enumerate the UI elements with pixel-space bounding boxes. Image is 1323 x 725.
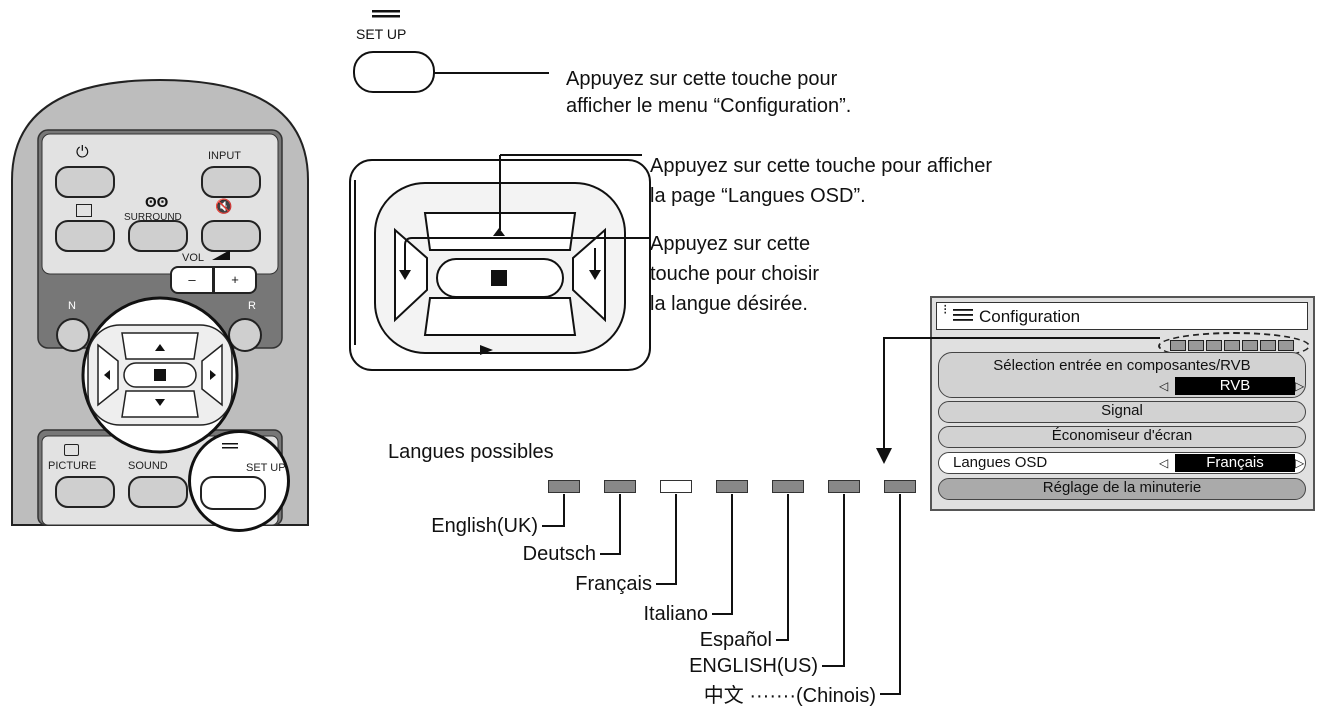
lang-square-english-us <box>828 480 860 493</box>
setup-key[interactable] <box>353 51 435 93</box>
lang-square-english-uk <box>548 480 580 493</box>
menu-lines-icon <box>222 443 238 449</box>
lr-callout-line2: touche pour choisir <box>650 263 819 285</box>
menu-item-screensaver[interactable]: Économiseur d'écran <box>938 426 1306 448</box>
lang-label-chinese: 中文 ·······(Chinois) <box>703 685 876 707</box>
menu-item-label: Langues OSD <box>953 454 1048 471</box>
vol-plus-button[interactable]: + <box>213 266 257 294</box>
lang-label-francais: Français <box>575 573 652 595</box>
up-leader-line <box>500 154 642 156</box>
lang-label-italiano: Italiano <box>643 603 709 625</box>
arrow-right-icon: ▷ <box>1295 456 1305 470</box>
r-button[interactable] <box>228 318 262 352</box>
menu-item-component-rgb[interactable]: Sélection entrée en composantes/RVB ◁ RV… <box>938 352 1306 398</box>
menu-item-signal[interactable]: Signal <box>938 401 1306 423</box>
language-squares <box>548 480 918 495</box>
remote-control: ⏻ INPUT ʘʘ SURROUND 🔇 VOL – + N R PICTUR… <box>10 70 310 532</box>
lang-label-english-uk: English(UK) <box>431 515 538 537</box>
menu-item-value: Français <box>1175 454 1295 472</box>
lr-callout-line1: Appuyez sur cette <box>650 233 811 255</box>
dpad-down-key <box>423 297 577 336</box>
menu-title-bar: ⁝ Configuration <box>936 302 1308 330</box>
menu-lines-icon <box>953 309 973 321</box>
page-indicator-squares <box>1170 340 1300 351</box>
language-leaders <box>542 494 901 695</box>
r-label: R <box>248 300 256 312</box>
vol-minus-button[interactable]: – <box>170 266 214 294</box>
menu-lines-icon <box>372 10 400 18</box>
dpad-left-key <box>394 227 428 323</box>
remote-dpad <box>81 296 239 454</box>
dpad-right-key <box>572 227 606 323</box>
lang-square-italiano <box>716 480 748 493</box>
indicator-connector <box>876 337 1160 464</box>
arrow-right-icon: ▷ <box>1295 379 1305 393</box>
lr-callout-line3: la langue désirée. <box>650 293 808 315</box>
lang-label-espanol: Español <box>699 629 772 651</box>
mute-icon: 🔇 <box>215 198 233 214</box>
configuration-menu: ⁝ Configuration Sélection entrée en comp… <box>930 296 1315 511</box>
input-label: INPUT <box>208 150 241 162</box>
menu-dots-icon: ⁝ <box>943 301 948 317</box>
languages-title: Langues possibles <box>388 441 554 463</box>
remote-setup-label: SET UP <box>246 462 286 474</box>
setup-label: SET UP <box>356 26 407 42</box>
lang-square-francais <box>660 480 692 493</box>
lang-square-deutsch <box>604 480 636 493</box>
mute-button[interactable] <box>201 220 261 252</box>
sound-button[interactable] <box>128 476 188 508</box>
surround-button[interactable] <box>128 220 188 252</box>
picture-icon <box>64 444 79 456</box>
menu-item-osd-language[interactable]: Langues OSD ◁ Français ▷ <box>938 452 1306 474</box>
up-callout-line2: la page “Langues OSD”. <box>650 185 866 207</box>
power-button[interactable] <box>55 166 115 198</box>
menu-item-value: RVB <box>1175 377 1295 395</box>
vol-label: VOL <box>182 252 205 264</box>
menu-item-timer[interactable]: Réglage de la minuterie <box>938 478 1306 500</box>
surround-icon: ʘʘ <box>145 194 169 211</box>
aspect-button[interactable] <box>55 220 115 252</box>
setup-leader-line <box>433 72 549 74</box>
dpad-closeup <box>349 155 651 371</box>
input-button[interactable] <box>201 166 261 198</box>
menu-title: Configuration <box>979 307 1081 326</box>
menu-item-label: Sélection entrée en composantes/RVB <box>993 357 1251 374</box>
lang-label-deutsch: Deutsch <box>522 543 596 565</box>
surround-label: SURROUND <box>124 212 182 223</box>
setup-button-callout: SET UP <box>350 8 450 98</box>
lang-square-chinese <box>884 480 916 493</box>
power-icon: ⏻ <box>76 144 89 161</box>
remote-setup-button[interactable] <box>200 476 266 510</box>
lang-square-espanol <box>772 480 804 493</box>
vol-ramp-icon <box>212 250 230 260</box>
picture-button[interactable] <box>55 476 115 508</box>
arrow-left-icon: ◁ <box>1159 456 1169 470</box>
setup-callout-text: Appuyez sur cette touche pour afficher l… <box>566 68 852 117</box>
n-label: N <box>68 300 76 312</box>
n-button[interactable] <box>56 318 90 352</box>
up-callout-line1: Appuyez sur cette touche pour afficher <box>650 155 993 177</box>
lang-label-english-us: ENGLISH(US) <box>689 655 818 677</box>
picture-label: PICTURE <box>48 460 97 472</box>
arrow-left-icon: ◁ <box>1159 379 1169 393</box>
sound-label: SOUND <box>128 460 168 472</box>
aspect-icon <box>76 204 92 217</box>
